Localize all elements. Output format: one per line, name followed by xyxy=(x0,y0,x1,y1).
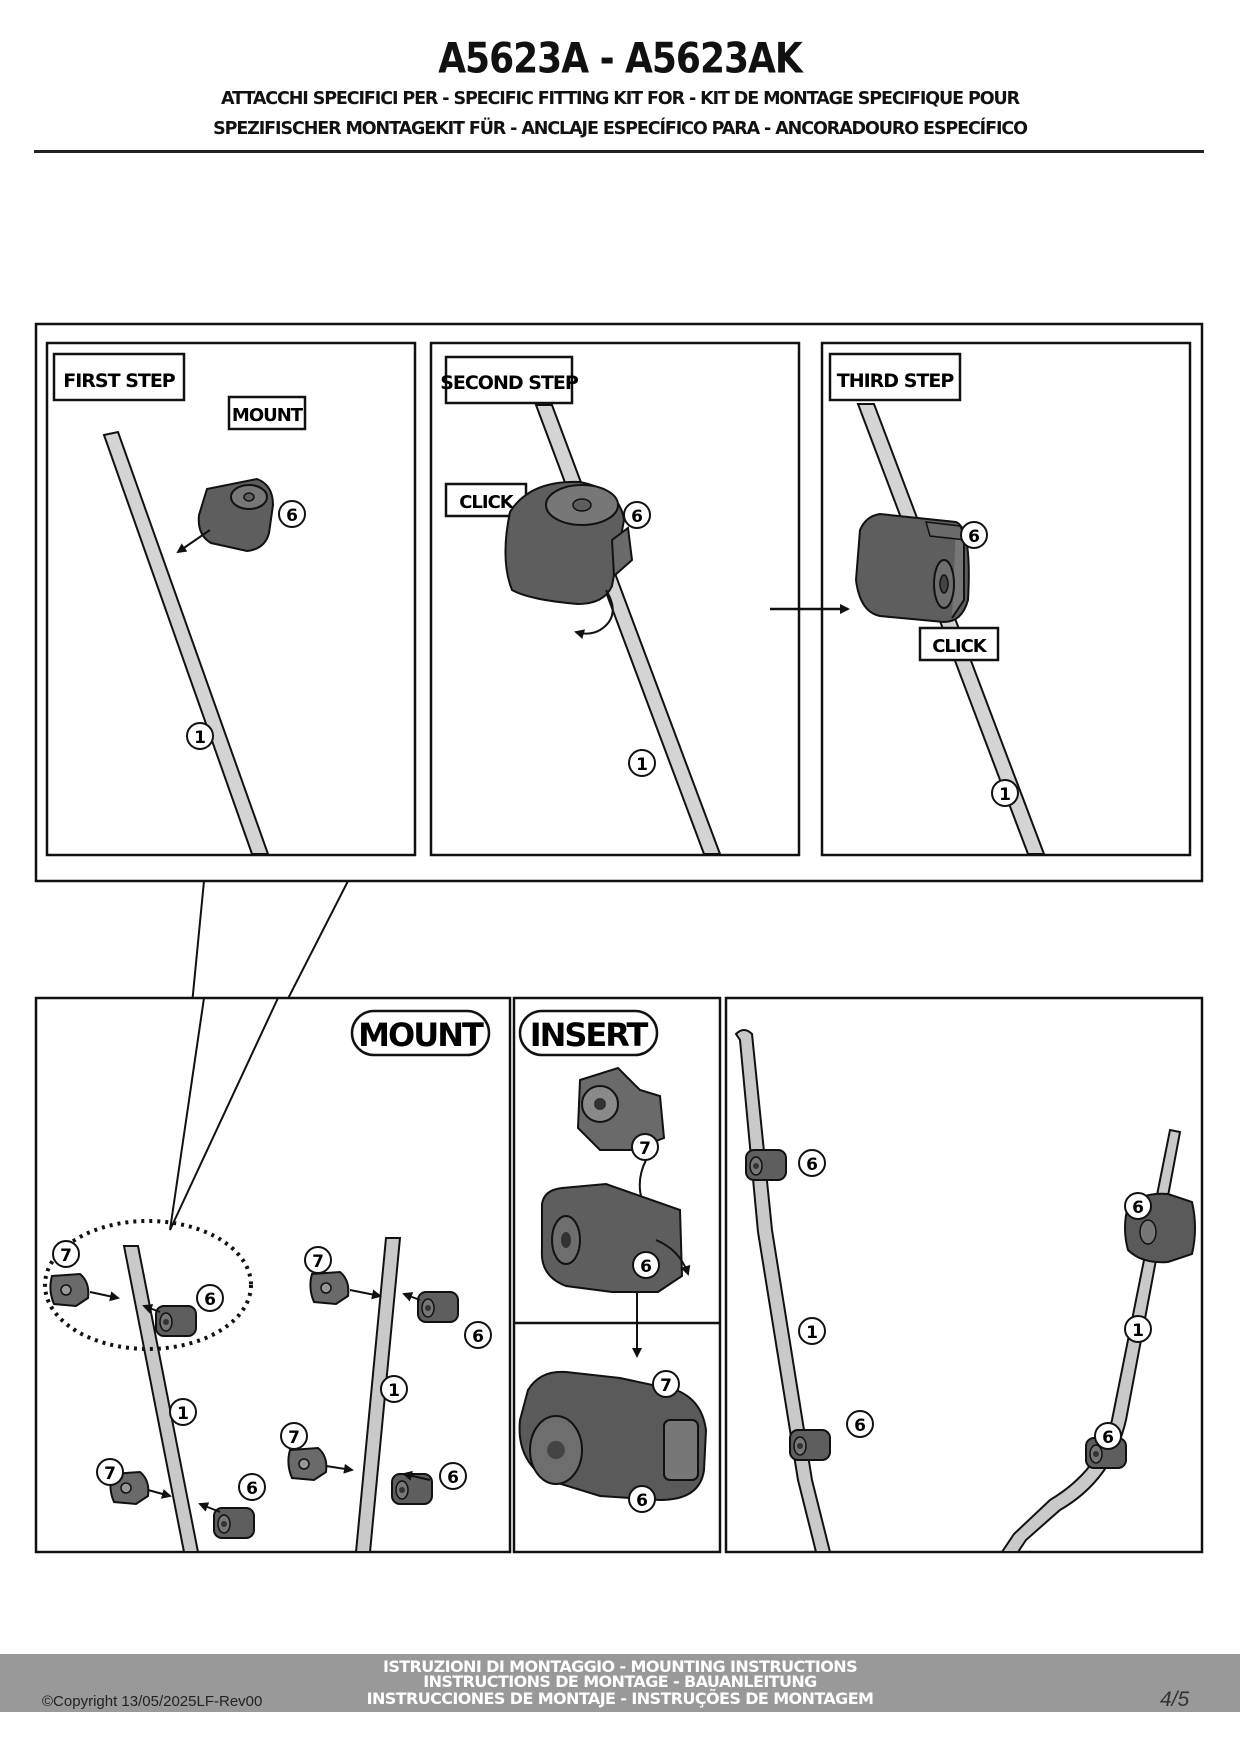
callout-1-step3: 1 xyxy=(999,785,1011,805)
subtitle-line-1: ATTACCHI SPECIFICI PER - SPECIFIC FITTIN… xyxy=(221,89,1020,109)
callout-6-step3: 6 xyxy=(968,527,980,547)
footer-line-3: INSTRUCCIONES DE MONTAJE - INSTRUÇÕES DE… xyxy=(366,1689,874,1708)
svg-text:1: 1 xyxy=(806,1323,818,1343)
header-divider xyxy=(34,150,1204,153)
callout-6-step1: 6 xyxy=(286,506,298,526)
svg-text:7: 7 xyxy=(639,1139,651,1159)
page-number: 4/5 xyxy=(1160,1688,1190,1711)
svg-text:1: 1 xyxy=(1132,1321,1144,1341)
steps-frame xyxy=(34,322,1204,883)
svg-text:6: 6 xyxy=(640,1257,652,1277)
svg-text:6: 6 xyxy=(1102,1428,1114,1448)
svg-text:6: 6 xyxy=(204,1290,216,1310)
clamp-6-step1 xyxy=(197,478,274,552)
third-step-label: THIRD STEP xyxy=(837,370,955,392)
tube-step1 xyxy=(102,430,270,855)
svg-text:6: 6 xyxy=(472,1327,484,1347)
svg-text:6: 6 xyxy=(636,1491,648,1511)
copyright: ©Copyright 13/05/2025LF-Rev00 xyxy=(42,1693,263,1710)
first-step-label: FIRST STEP xyxy=(63,370,176,392)
document-title: A5623A - A5623AK xyxy=(438,34,803,84)
insert-title: INSERT xyxy=(530,1016,649,1054)
svg-text:6: 6 xyxy=(246,1479,258,1499)
click-label-step3: CLICK xyxy=(932,636,988,657)
callout-1-step1: 1 xyxy=(194,728,206,748)
svg-text:6: 6 xyxy=(1132,1198,1144,1218)
svg-text:7: 7 xyxy=(312,1252,324,1272)
svg-text:6: 6 xyxy=(447,1468,459,1488)
second-step-label: SECOND STEP xyxy=(440,372,579,394)
svg-text:7: 7 xyxy=(60,1246,72,1266)
svg-text:6: 6 xyxy=(806,1155,818,1175)
svg-text:7: 7 xyxy=(104,1464,116,1484)
mount-title: MOUNT xyxy=(358,1016,484,1054)
footer-line-1: ISTRUZIONI DI MONTAGGIO - MOUNTING INSTR… xyxy=(382,1657,858,1676)
footer-line-2: INSTRUCTIONS DE MONTAGE - BAUANLEITUNG xyxy=(423,1672,817,1691)
mount-label-step1: MOUNT xyxy=(232,405,304,426)
detail-ring xyxy=(43,1219,253,1351)
footer-bar xyxy=(0,1654,1240,1712)
callout-1-step2: 1 xyxy=(636,755,648,775)
click-label-step2: CLICK xyxy=(459,492,515,513)
callout-6-step2: 6 xyxy=(631,507,643,527)
subtitle-line-2: SPEZIFISCHER MONTAGEKIT FÜR - ANCLAJE ES… xyxy=(213,119,1028,139)
instruction-illustration: FIRST STEP MOUNT 6 1 SECOND STEP CLICK 6… xyxy=(34,322,1204,1554)
svg-text:7: 7 xyxy=(288,1428,300,1448)
svg-text:6: 6 xyxy=(854,1416,866,1436)
svg-text:1: 1 xyxy=(388,1381,400,1401)
svg-text:7: 7 xyxy=(660,1376,672,1396)
svg-text:1: 1 xyxy=(177,1404,189,1424)
